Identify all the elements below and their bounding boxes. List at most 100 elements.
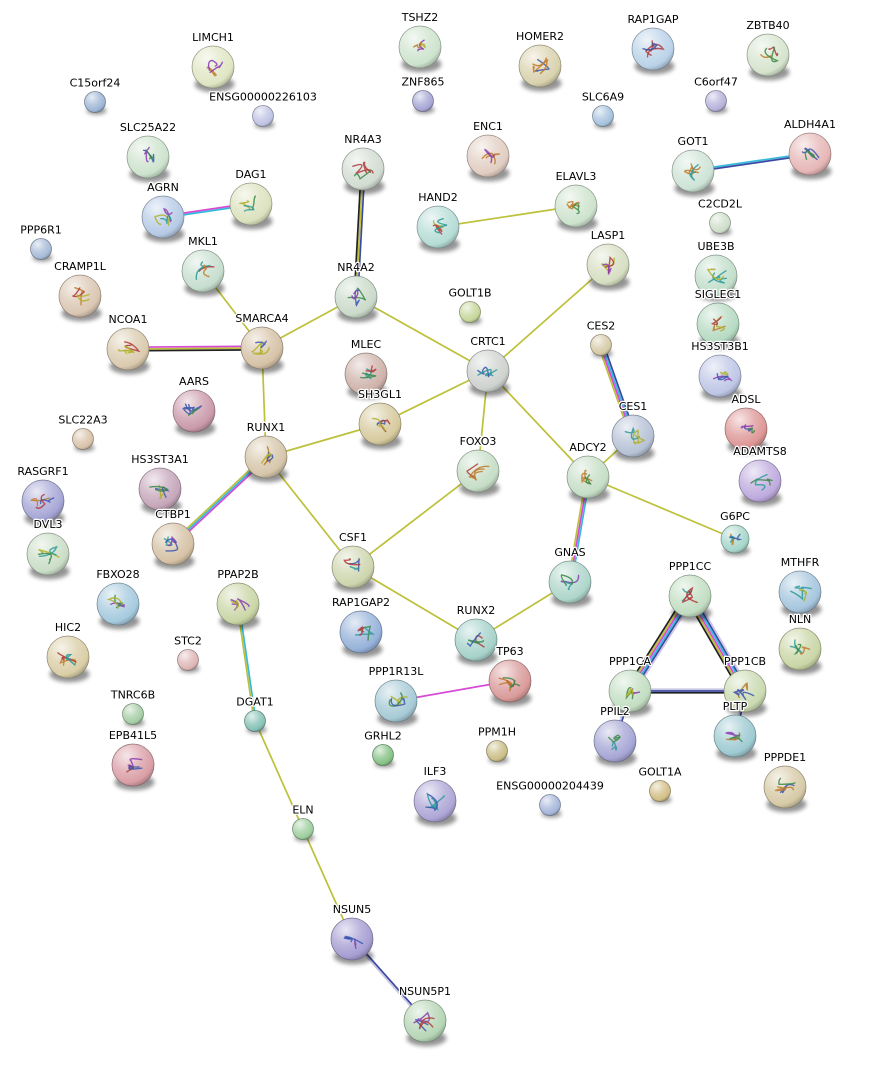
node-HIC2[interactable]: HIC2 bbox=[46, 620, 90, 683]
protein-structure-squiggle bbox=[149, 485, 169, 492]
node-HS3ST3B1[interactable]: HS3ST3B1 bbox=[690, 339, 750, 402]
node-PPIL2[interactable]: PPIL2 bbox=[593, 704, 637, 767]
node-GOT1[interactable]: GOT1 bbox=[671, 134, 715, 197]
label-PPP6R1: PPP6R1 bbox=[20, 224, 62, 237]
edge-HAND2-ELAVL3[interactable] bbox=[437, 205, 577, 228]
node-AGRN[interactable]: AGRN bbox=[141, 180, 185, 243]
node-SLC25A22[interactable]: SLC25A22 bbox=[119, 120, 177, 183]
label-NSUN5P1: NSUN5P1 bbox=[399, 985, 451, 998]
edge-DGAT1-ELN[interactable] bbox=[254, 720, 304, 830]
node-PPP6R1[interactable]: PPP6R1 bbox=[19, 222, 63, 262]
node-PPP1CC[interactable]: PPP1CC bbox=[668, 559, 713, 622]
node-SH3GL1[interactable]: SH3GL1 bbox=[357, 387, 403, 450]
protein-structure-squiggle bbox=[532, 59, 549, 74]
node-SMARCA4[interactable]: SMARCA4 bbox=[234, 311, 290, 374]
node-HS3ST3A1[interactable]: HS3ST3A1 bbox=[130, 452, 190, 515]
node-ADSL[interactable]: ADSL bbox=[724, 392, 768, 455]
node-RUNX2[interactable]: RUNX2 bbox=[454, 603, 498, 666]
node-PPAP2B[interactable]: PPAP2B bbox=[216, 567, 260, 630]
node-ELN[interactable]: ELN bbox=[291, 802, 315, 842]
node-LASP1[interactable]: LASP1 bbox=[586, 228, 630, 291]
node-C2CD2L[interactable]: C2CD2L bbox=[697, 196, 744, 236]
node-CRTC1[interactable]: CRTC1 bbox=[466, 334, 510, 397]
node-sphere bbox=[141, 195, 185, 239]
node-EPB41L5[interactable]: EPB41L5 bbox=[108, 728, 158, 791]
node-GOLT1A[interactable]: GOLT1A bbox=[637, 764, 683, 804]
node-RAP1GAP2[interactable]: RAP1GAP2 bbox=[331, 595, 391, 658]
node-PPP1R13L[interactable]: PPP1R13L bbox=[367, 664, 425, 727]
node-ADAMTS8[interactable]: ADAMTS8 bbox=[732, 444, 788, 507]
protein-structure-squiggle bbox=[801, 148, 820, 159]
edge-ADCY2-G6PC[interactable] bbox=[587, 476, 736, 540]
node-MLEC[interactable]: MLEC bbox=[344, 337, 388, 400]
node-GRHL2[interactable]: GRHL2 bbox=[363, 728, 403, 768]
node-DAG1[interactable]: DAG1 bbox=[229, 167, 273, 230]
node-SIGLEC1[interactable]: SIGLEC1 bbox=[693, 287, 743, 350]
node-sphere bbox=[709, 212, 731, 234]
node-sphere bbox=[252, 105, 274, 127]
node-AARS[interactable]: AARS bbox=[172, 374, 216, 437]
node-DVL3[interactable]: DVL3 bbox=[26, 517, 70, 580]
node-PPM1H[interactable]: PPM1H bbox=[477, 724, 517, 764]
label-RUNX1: RUNX1 bbox=[247, 421, 285, 434]
node-HAND2[interactable]: HAND2 bbox=[416, 190, 460, 253]
node-NR4A3[interactable]: NR4A3 bbox=[341, 132, 385, 195]
node-GNAS[interactable]: GNAS bbox=[548, 545, 592, 608]
node-NCOA1[interactable]: NCOA1 bbox=[106, 312, 150, 375]
node-RUNX1[interactable]: RUNX1 bbox=[244, 420, 288, 483]
edge-NR4A2-CRTC1[interactable] bbox=[355, 296, 489, 372]
node-MTHFR[interactable]: MTHFR bbox=[778, 555, 822, 618]
node-NSUN5P1[interactable]: NSUN5P1 bbox=[398, 984, 452, 1047]
node-C15orf24[interactable]: C15orf24 bbox=[68, 75, 122, 115]
node-ZBTB40[interactable]: ZBTB40 bbox=[745, 18, 791, 81]
edge-CSF1-RUNX2[interactable] bbox=[352, 566, 477, 641]
node-ENSG00000226103[interactable]: ENSG00000226103 bbox=[208, 89, 318, 129]
node-C6orf47[interactable]: C6orf47 bbox=[693, 74, 739, 114]
node-HOMER2[interactable]: HOMER2 bbox=[515, 29, 565, 92]
edge-LASP1-CRTC1[interactable] bbox=[487, 264, 609, 372]
node-GOLT1B[interactable]: GOLT1B bbox=[447, 285, 493, 325]
node-NR4A2[interactable]: NR4A2 bbox=[334, 260, 378, 323]
node-ADCY2[interactable]: ADCY2 bbox=[566, 440, 610, 503]
node-TNRC6B[interactable]: TNRC6B bbox=[109, 687, 156, 727]
node-ENSG00000204439[interactable]: ENSG00000204439 bbox=[495, 778, 605, 818]
node-RAP1GAP[interactable]: RAP1GAP bbox=[626, 12, 680, 75]
node-UBE3B[interactable]: UBE3B bbox=[694, 239, 738, 302]
node-ENC1[interactable]: ENC1 bbox=[466, 119, 510, 182]
node-ILF3[interactable]: ILF3 bbox=[413, 764, 457, 827]
node-CTBP1[interactable]: CTBP1 bbox=[151, 507, 195, 570]
node-DGAT1[interactable]: DGAT1 bbox=[235, 694, 275, 734]
node-NSUN5[interactable]: NSUN5 bbox=[330, 902, 374, 965]
node-SLC22A3[interactable]: SLC22A3 bbox=[57, 412, 109, 452]
node-TP63[interactable]: TP63 bbox=[488, 644, 532, 707]
node-STC2[interactable]: STC2 bbox=[173, 633, 203, 673]
node-sphere bbox=[106, 327, 150, 371]
label-ENC1: ENC1 bbox=[473, 120, 503, 133]
node-ZNF865[interactable]: ZNF865 bbox=[400, 74, 446, 114]
node-RASGRF1[interactable]: RASGRF1 bbox=[16, 464, 70, 527]
node-PPP1CA[interactable]: PPP1CA bbox=[608, 654, 653, 717]
node-PPP1CB[interactable]: PPP1CB bbox=[723, 654, 767, 717]
node-TSHZ2[interactable]: TSHZ2 bbox=[398, 10, 442, 73]
node-NLN[interactable]: NLN bbox=[778, 612, 822, 675]
node-sphere bbox=[459, 301, 481, 323]
node-CES2[interactable]: CES2 bbox=[585, 318, 617, 358]
node-SLC6A9[interactable]: SLC6A9 bbox=[581, 89, 625, 129]
label-HS3ST3A1: HS3ST3A1 bbox=[131, 453, 188, 466]
node-ELAVL3[interactable]: ELAVL3 bbox=[554, 169, 598, 232]
node-ALDH4A1[interactable]: ALDH4A1 bbox=[783, 117, 837, 180]
node-FBXO28[interactable]: FBXO28 bbox=[95, 567, 141, 630]
edge-CSF1-FOXO3[interactable] bbox=[352, 470, 479, 568]
label-NR4A3: NR4A3 bbox=[344, 133, 381, 146]
node-PPPDE1[interactable]: PPPDE1 bbox=[763, 750, 807, 813]
node-LIMCH1[interactable]: LIMCH1 bbox=[191, 30, 235, 93]
node-FOXO3[interactable]: FOXO3 bbox=[456, 434, 500, 497]
node-G6PC[interactable]: G6PC bbox=[719, 509, 751, 556]
node-CES1[interactable]: CES1 bbox=[611, 399, 655, 462]
edge-NCOA1-SMARCA4[interactable] bbox=[127, 345, 263, 352]
node-CRAMP1L[interactable]: CRAMP1L bbox=[53, 259, 108, 322]
node-MKL1[interactable]: MKL1 bbox=[181, 234, 225, 297]
node-CSF1[interactable]: CSF1 bbox=[331, 530, 375, 593]
node-PLTP[interactable]: PLTP bbox=[713, 699, 757, 762]
